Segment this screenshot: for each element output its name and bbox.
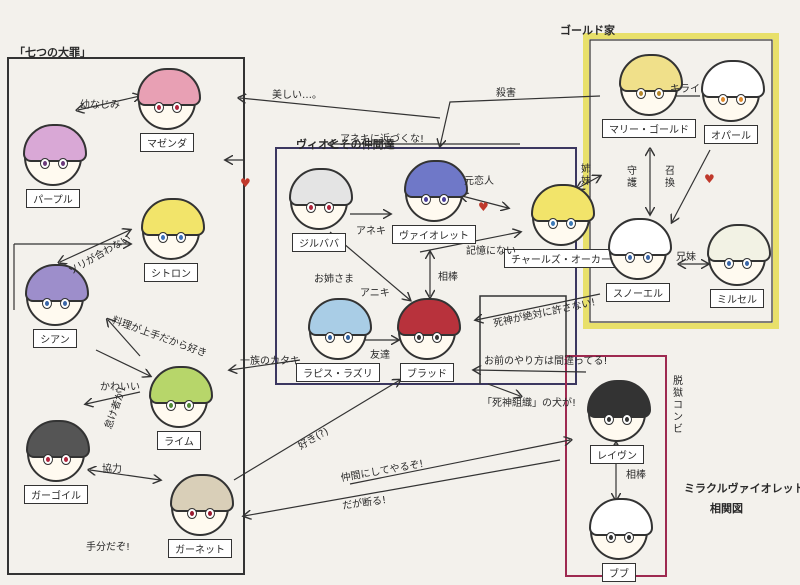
raven-name: レイヴン xyxy=(590,445,644,464)
label-osananajimi: 幼なじみ xyxy=(80,100,120,111)
heart-icon: ♥ xyxy=(704,172,715,186)
char-bubu[interactable]: ブブ xyxy=(589,498,653,582)
opal-face xyxy=(701,60,765,122)
char-jirubaba[interactable]: ジルババ xyxy=(289,168,353,252)
cyan-face xyxy=(25,264,89,326)
magenda-face xyxy=(137,68,201,130)
magenda-name: マゼンダ xyxy=(140,133,194,152)
lime-name: ライム xyxy=(157,431,201,450)
label-utsukushii: 美しい…。 xyxy=(272,90,322,101)
charles-face xyxy=(530,184,595,246)
jirubaba-name: ジルババ xyxy=(292,233,346,252)
char-lime[interactable]: ライム xyxy=(149,366,213,450)
cyan-name: シアン xyxy=(33,329,77,348)
violet-face xyxy=(404,160,468,222)
label-kirai: キライ xyxy=(670,84,700,95)
char-mirusel[interactable]: ミルセル xyxy=(707,224,771,308)
gargoyle-face xyxy=(26,420,90,482)
garnet-name: ガーネット xyxy=(168,539,232,558)
garnet-face xyxy=(170,474,234,536)
snowel-name: スノーエル xyxy=(606,283,670,302)
label-sisters: 姉妹 xyxy=(581,164,591,187)
citron-name: シトロン xyxy=(144,263,198,282)
label-satsugai: 殺害 xyxy=(496,88,516,99)
purple-face xyxy=(23,124,87,186)
char-violet[interactable]: ヴァイオレット xyxy=(392,160,476,244)
bubu-name: ブブ xyxy=(602,563,636,582)
snowel-face xyxy=(608,218,672,280)
label-tomodachi: 友達 xyxy=(370,350,390,361)
escape-combi-title: 脱獄コンビ xyxy=(673,376,683,435)
char-citron[interactable]: シトロン xyxy=(141,198,205,282)
raven-face xyxy=(587,380,651,442)
gold-family-title: ゴールド家 xyxy=(560,24,615,37)
bubu-face xyxy=(589,498,653,560)
mirusel-face xyxy=(707,224,771,286)
opal-name: オパール xyxy=(704,125,758,144)
blood-name: ブラッド xyxy=(400,363,454,382)
char-raven[interactable]: レイヴン xyxy=(587,380,651,464)
label-anoki: アネキ xyxy=(356,226,386,237)
charles-name: チャールズ・オーカー xyxy=(504,249,618,268)
jirubaba-face xyxy=(289,168,353,230)
purple-name: パープル xyxy=(26,189,80,208)
lapis-face xyxy=(307,298,372,360)
char-opal[interactable]: オパール xyxy=(701,60,765,144)
label-aibou-raven: 相棒 xyxy=(626,470,646,481)
label-kisama: お前のやり方は間違ってる! xyxy=(484,356,608,367)
diagram-title-line1: ミラクルヴァイオレット xyxy=(684,482,800,495)
seven-sins-title: 「七つの大罪」 xyxy=(14,46,91,59)
char-charles[interactable]: チャールズ・オーカー xyxy=(504,184,618,268)
label-aniki-chikazuku: アネキに近づくな! xyxy=(340,134,425,145)
label-kawaii: かわいい xyxy=(100,382,140,393)
char-gargoyle[interactable]: ガーゴイル xyxy=(24,420,90,504)
heart-icon: ♥ xyxy=(240,176,251,190)
label-tebun: 手分だぞ! xyxy=(86,542,131,553)
vio-friends-title: ヴィオとその仲間達 xyxy=(296,138,395,151)
blood-face xyxy=(397,298,461,360)
label-kioku-nai: 記憶にない xyxy=(466,246,516,257)
char-magenda[interactable]: マゼンダ xyxy=(137,68,201,152)
char-marygold[interactable]: マリー・ゴールド xyxy=(602,54,696,138)
diagram-title-line2: 相関図 xyxy=(710,502,743,515)
blood-group-extension xyxy=(479,295,567,384)
marygold-name: マリー・ゴールド xyxy=(602,119,696,138)
label-shugo: 守護 xyxy=(627,166,637,189)
label-aniki: アニキ xyxy=(360,288,390,299)
marygold-face xyxy=(619,54,683,116)
label-kyodai: 兄妹 xyxy=(676,252,696,263)
citron-face xyxy=(141,198,205,260)
mirusel-name: ミルセル xyxy=(710,289,764,308)
label-aibou-blood: 相棒 xyxy=(438,272,458,283)
char-blood[interactable]: ブラッド xyxy=(397,298,461,382)
violet-name: ヴァイオレット xyxy=(392,225,476,244)
heart-icon: ♥ xyxy=(478,200,489,214)
char-cyan[interactable]: シアン xyxy=(25,264,89,348)
label-kyoryoku: 協力 xyxy=(102,464,122,475)
char-garnet[interactable]: ガーネット xyxy=(168,474,234,558)
char-snowel[interactable]: スノーエル xyxy=(606,218,672,302)
label-shinigami-so: 「死神組織」の犬が! xyxy=(482,398,577,409)
char-lapis[interactable]: ラピス・ラズリ xyxy=(296,298,380,382)
lapis-name: ラピス・ラズリ xyxy=(296,363,380,382)
label-motokoibito: 元恋人 xyxy=(464,176,494,187)
lime-face xyxy=(149,366,213,428)
label-shokan: 召換 xyxy=(665,166,675,189)
seven-sins-box xyxy=(7,57,245,575)
label-ichizoku: 一族のカタキ xyxy=(240,356,300,367)
gargoyle-name: ガーゴイル xyxy=(24,485,88,504)
label-onesama: お姉さま xyxy=(314,274,354,285)
char-purple[interactable]: パープル xyxy=(23,124,87,208)
